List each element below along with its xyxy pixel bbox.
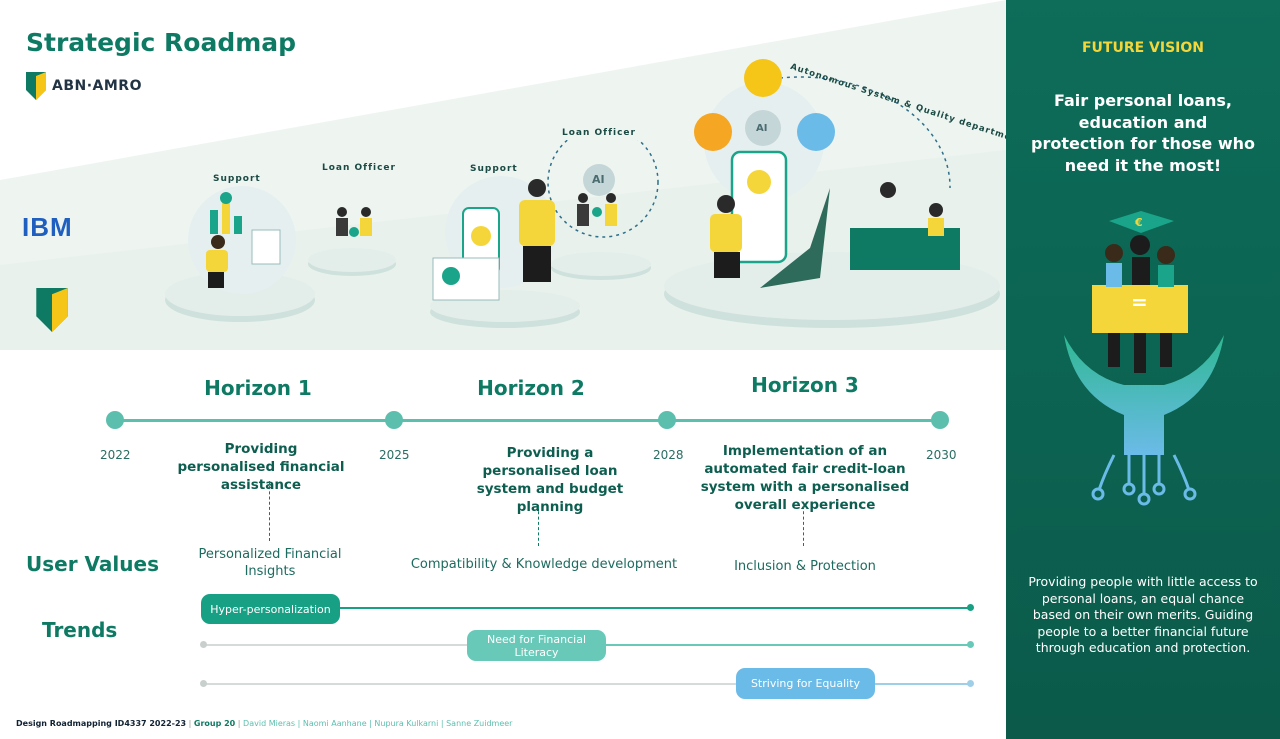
horizon1-title: Horizon 1 xyxy=(204,376,312,400)
connector-line xyxy=(269,481,270,541)
footer-group: Group 20 xyxy=(193,719,236,728)
user-values-label: User Values xyxy=(26,552,159,576)
h3-ai-label: AI xyxy=(756,123,768,134)
trend-line xyxy=(204,683,971,685)
abn-amro-logo: ABN·AMRO xyxy=(26,72,142,100)
future-vision-label: FUTURE VISION xyxy=(1081,40,1205,56)
timeline-node-2028 xyxy=(658,411,676,429)
h2-ai-label: AI xyxy=(592,173,605,186)
trend-start-dot xyxy=(200,680,207,687)
h2-officer-label: Loan Officer xyxy=(562,128,636,138)
future-vision-headline: Fair personal loans, education and prote… xyxy=(1031,91,1255,175)
future-vision-illustration xyxy=(1064,211,1224,506)
future-vision-description: Providing people with little access to p… xyxy=(1028,574,1258,655)
horizon1-description: Providing personalised financial assista… xyxy=(177,441,345,493)
horizon2-description: Providing a personalised loan system and… xyxy=(476,445,624,515)
trend-line-active xyxy=(604,644,971,646)
timeline-node-2022 xyxy=(106,411,124,429)
connector-line xyxy=(803,506,804,546)
trend-end-dot xyxy=(967,641,974,648)
user-value-h1: Personalized Financial Insights xyxy=(198,547,342,579)
year-label: 2025 xyxy=(379,448,410,462)
footer: Design Roadmapping ID4337 2022-23 | Grou… xyxy=(16,719,513,728)
year-label: 2028 xyxy=(653,448,684,462)
trend-line-active xyxy=(874,683,971,685)
h1-support-label: Support xyxy=(213,174,261,184)
trend-pill-financial-literacy: Need for Financial Literacy xyxy=(467,630,606,661)
year-label: 2022 xyxy=(100,448,131,462)
horizon2-illustration xyxy=(430,140,659,328)
equals-symbol: = xyxy=(1131,290,1148,314)
timeline-line xyxy=(115,419,941,422)
year-label: 2030 xyxy=(926,448,957,462)
user-value-h3: Inclusion & Protection xyxy=(734,559,876,574)
h2-support-label: Support xyxy=(470,164,518,174)
horizon3-description: Implementation of an automated fair cred… xyxy=(700,443,910,513)
footer-course: Design Roadmapping ID4337 2022-23 xyxy=(16,719,187,728)
footer-members: David Mieras | Naomi Aanhane | Nupura Ku… xyxy=(243,719,513,728)
trend-line xyxy=(204,607,971,609)
trend-end-dot xyxy=(967,604,974,611)
ibm-logo: IBM xyxy=(22,212,73,242)
horizon3-title: Horizon 3 xyxy=(751,373,859,397)
trends-label: Trends xyxy=(42,618,118,642)
trend-pill-equality: Striving for Equality xyxy=(736,668,875,699)
horizon2-title: Horizon 2 xyxy=(477,376,585,400)
horizon1-illustration xyxy=(165,186,396,322)
connector-line xyxy=(538,506,539,546)
page-title: Strategic Roadmap xyxy=(26,28,297,57)
trend-end-dot xyxy=(967,680,974,687)
h1-officer-label: Loan Officer xyxy=(322,163,396,173)
timeline-node-2030 xyxy=(931,411,949,429)
timeline-node-2025 xyxy=(385,411,403,429)
abn-shield-icon xyxy=(26,72,46,100)
user-value-h2: Compatibility & Knowledge development xyxy=(410,557,678,572)
abn-shield-side-icon xyxy=(36,288,68,332)
euro-symbol: € xyxy=(1135,216,1143,229)
trend-pill-hyper-personalization: Hyper-personalization xyxy=(201,594,340,624)
trend-start-dot xyxy=(200,641,207,648)
abn-amro-wordmark: ABN·AMRO xyxy=(52,78,142,94)
horizon3-illustration xyxy=(664,59,1000,328)
